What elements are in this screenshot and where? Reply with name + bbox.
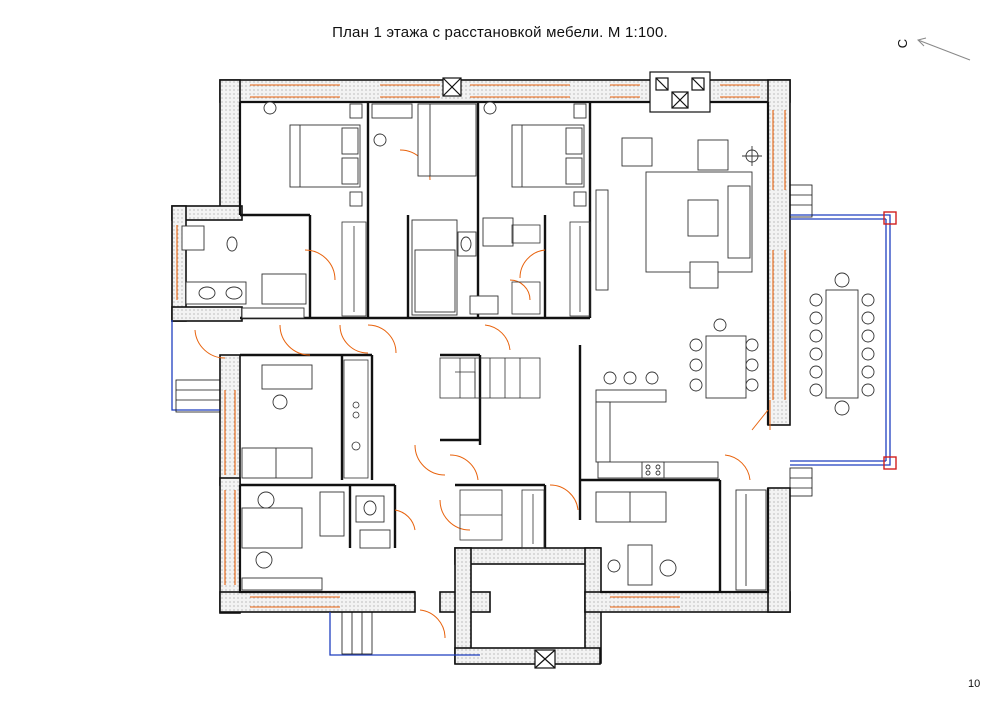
bathroom-fixtures (181, 103, 514, 549)
office-furniture (241, 364, 345, 591)
windows (176, 84, 786, 608)
north-arrow-icon (917, 37, 971, 61)
staircase (439, 357, 541, 399)
double-bed (263, 101, 363, 207)
drawing-title: План 1 этажа с расстановкой мебели. М 1:… (332, 24, 668, 41)
ventilation-shaft-icon (442, 77, 462, 97)
door-swings (194, 149, 751, 639)
entrance-steps (175, 184, 813, 655)
dining-table (689, 318, 759, 399)
column-marker (883, 211, 897, 470)
right-glass-wall (751, 400, 771, 431)
kitchen-column (343, 359, 369, 479)
terrace-dining-table (809, 272, 875, 416)
guest-room-furniture (595, 489, 767, 591)
living-room-furniture (595, 137, 762, 291)
double-bed (483, 101, 587, 207)
ventilation-shaft-icon (534, 649, 556, 669)
wardrobe (341, 221, 591, 549)
terrace (171, 214, 891, 656)
kitchen-counter (595, 371, 719, 479)
page-number: 10 (968, 678, 981, 690)
fireplace-icon (649, 71, 711, 113)
